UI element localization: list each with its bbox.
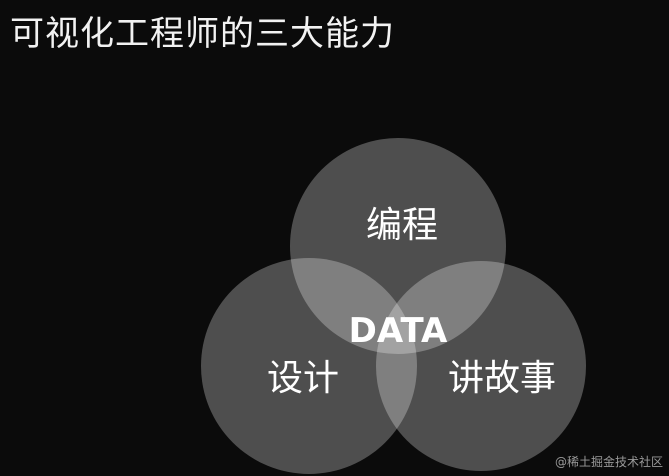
venn-label-storytelling: 讲故事 <box>448 358 556 399</box>
slide-title: 可视化工程师的三大能力 <box>10 14 395 54</box>
venn-label-programming: 编程 <box>366 205 438 246</box>
venn-circle-storytelling <box>376 261 586 471</box>
venn-circle-programming <box>290 138 506 354</box>
venn-center-label: DATA <box>349 311 448 351</box>
venn-circle-design <box>201 258 417 474</box>
watermark: @稀土掘金技术社区 <box>554 455 663 469</box>
venn-label-design: 设计 <box>267 358 339 399</box>
